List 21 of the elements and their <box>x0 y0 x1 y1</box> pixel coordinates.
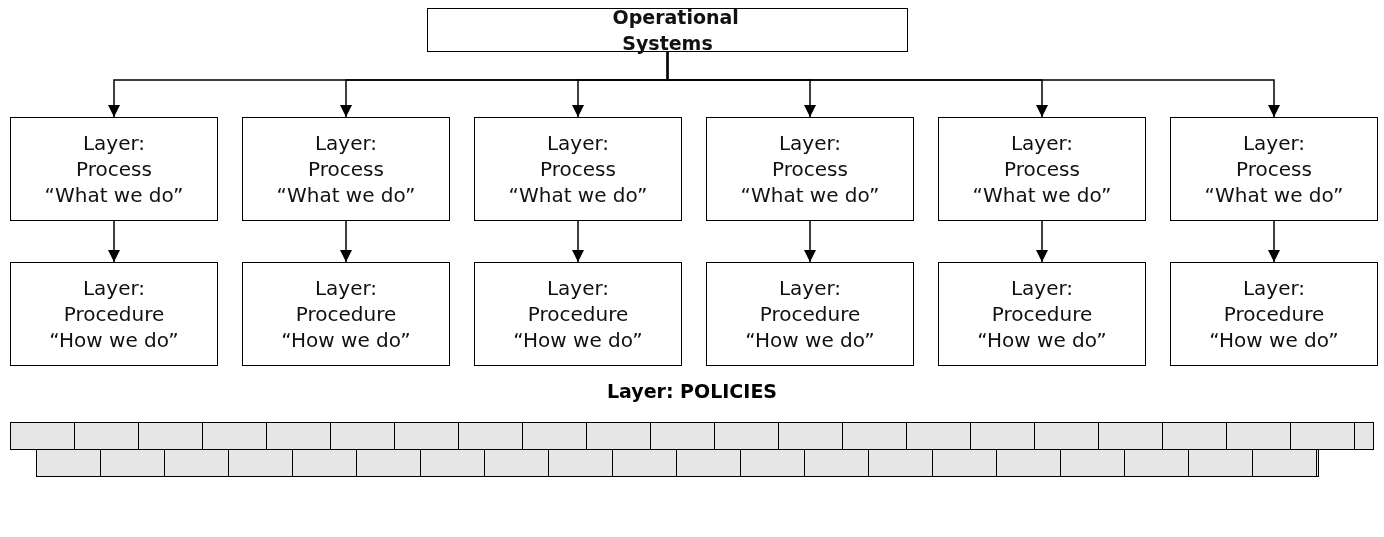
process-box: Layer: Process “What we do” <box>10 117 218 221</box>
system-box: Operational Systems <box>427 8 908 52</box>
process-box: Layer: Process “What we do” <box>938 117 1146 221</box>
procedure-box: Layer: Procedure “How we do” <box>1170 262 1378 366</box>
procedure-box: Layer: Procedure “How we do” <box>938 262 1146 366</box>
process-box: Layer: Process “What we do” <box>706 117 914 221</box>
arrow <box>804 220 816 263</box>
arrow <box>666 51 1280 118</box>
process-box: Layer: Process “What we do” <box>1170 117 1378 221</box>
procedure-box: Layer: Procedure “How we do” <box>10 262 218 366</box>
arrow <box>340 220 352 263</box>
process-box: Layer: Process “What we do” <box>474 117 682 221</box>
arrow <box>572 220 584 263</box>
process-box: Layer: Process “What we do” <box>242 117 450 221</box>
arrow <box>1036 220 1048 263</box>
procedure-box: Layer: Procedure “How we do” <box>242 262 450 366</box>
layer-heading: Layer: POLICIES <box>606 380 778 402</box>
procedure-box: Layer: Procedure “How we do” <box>474 262 682 366</box>
arrow <box>1268 220 1280 263</box>
arrow <box>108 220 120 263</box>
procedure-box: Layer: Procedure “How we do” <box>706 262 914 366</box>
